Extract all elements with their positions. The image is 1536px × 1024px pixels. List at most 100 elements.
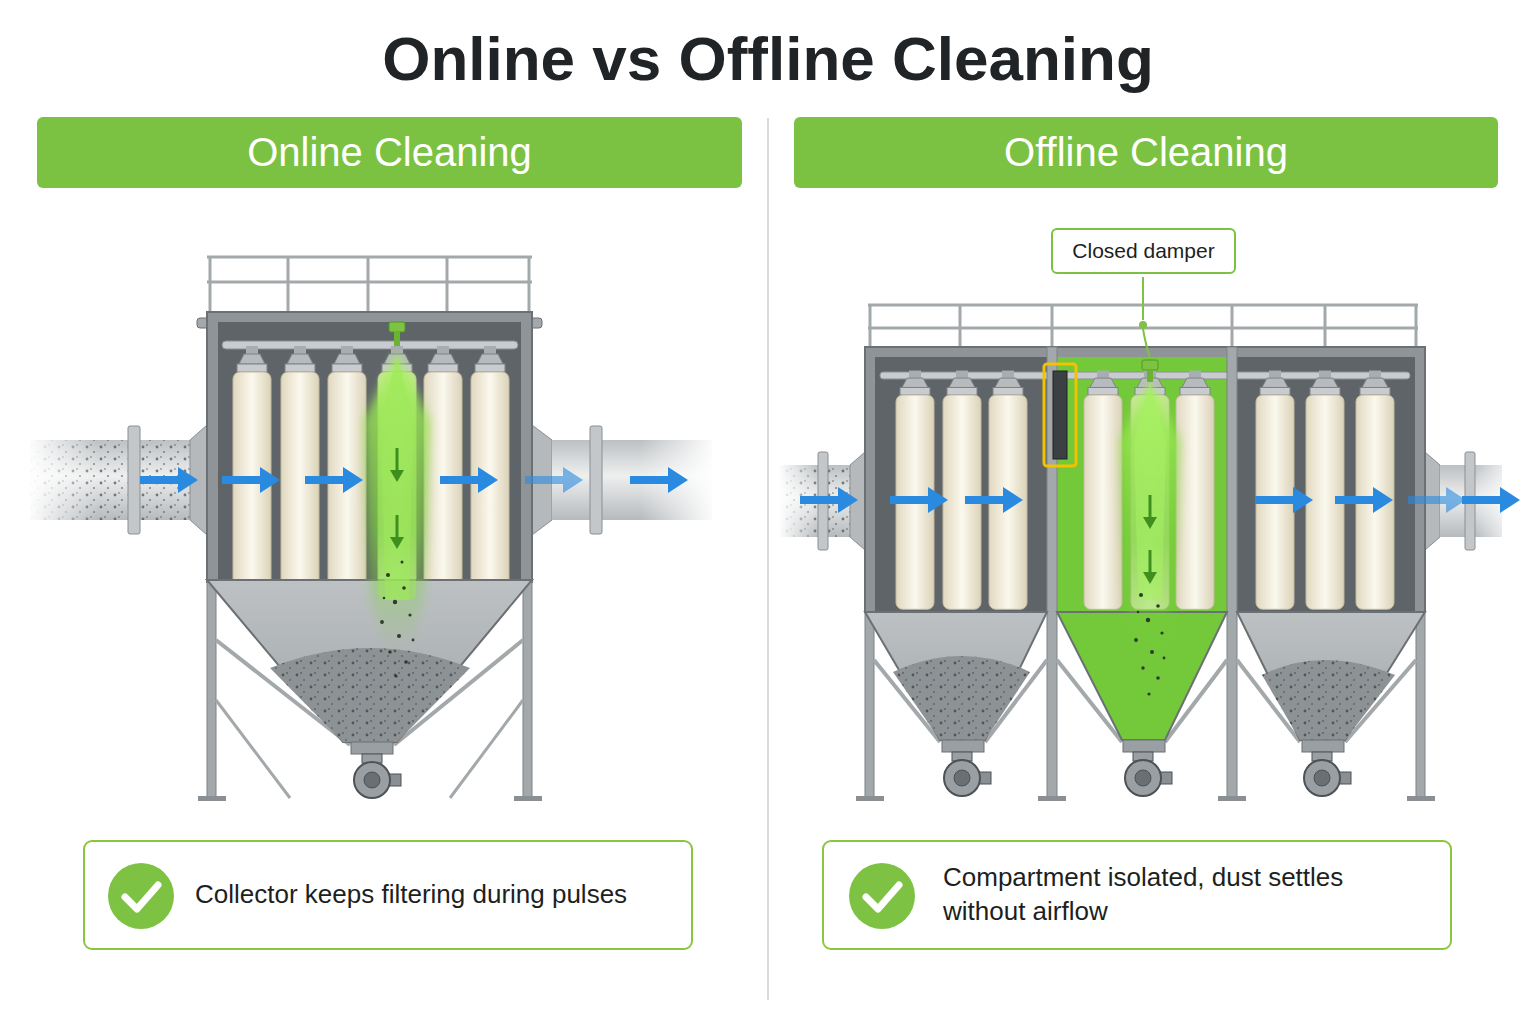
leader-line [1139,321,1147,329]
offline-collector [1084,371,1122,610]
online-collector [198,796,226,801]
offline-collector [1176,371,1214,610]
online-collector [424,346,462,600]
pulse-spray [1120,380,1180,648]
pulse-spray [1143,517,1157,529]
pulse-spray [380,561,414,678]
node-text: Compartment isolated, dust settles witho… [943,861,1410,929]
pulse-spray [394,332,400,346]
pulse-spray [364,352,430,653]
online-collector [270,648,470,742]
pulse-spray [1139,593,1143,597]
airflow-arrow [630,467,688,493]
offline-collector [875,357,1047,612]
offline-collector [989,371,1027,610]
online-collector [281,346,319,600]
check-icon [866,885,899,909]
online-collector [354,754,401,798]
result-box: Compartment isolated, dust settles witho… [822,840,1452,950]
pulse-spray [394,674,397,677]
node-text: Offline Cleaning [1004,130,1288,175]
pulse-spray [390,537,404,549]
airflow-arrow [1335,487,1393,513]
pulse-spray [412,639,415,642]
offline-collector [1227,347,1237,800]
airflow-arrow [140,467,198,493]
airflow-arrow [305,467,363,493]
offline-collector [1038,796,1066,801]
offline-collector [1125,752,1172,796]
pulse-spray [396,448,399,472]
online-collector [528,257,531,312]
airflow-arrow [965,487,1023,513]
pulse-spray [389,322,405,332]
pulse-spray [380,620,384,624]
check-icon [108,863,915,929]
pulse-spray [364,322,430,678]
pulse-spray [388,650,391,653]
offline-collector [1237,612,1425,740]
offline-collector [1407,796,1435,801]
check-icon [849,863,915,929]
online-collector [287,257,290,312]
callout-box: Closed damper [1051,228,1236,274]
online-collector [590,426,602,534]
pulse-spray [404,660,408,664]
online-collector [471,346,509,600]
online-collector [207,582,216,800]
pulse-spray [1160,631,1163,634]
pulse-spray [1134,638,1138,642]
title: Online vs Offline Cleaning [0,22,1536,96]
offline-collector [865,612,1047,740]
offline-collector [1256,371,1294,610]
pulse-spray [1134,593,1165,696]
offline-collector [865,612,874,800]
pulse-spray [408,613,411,616]
pulse-spray [1141,666,1144,669]
airflow-arrow [1408,487,1466,513]
pulse-spray [390,470,404,482]
offline-collector [942,740,984,752]
airflow-arrow [1255,487,1313,513]
airflow-arrow [525,467,583,493]
leader-line [1139,277,1150,358]
online-collector [270,648,470,742]
online-collector [450,700,523,798]
result-box: Collector keeps filtering during pulses [83,840,693,950]
offline-collector [893,656,1030,740]
offline-collector [1123,740,1165,752]
online-collector [209,257,212,312]
online-collector [514,796,542,801]
airflow-arrow [1462,487,1520,513]
offline-collector [1416,612,1425,800]
pulse-spray [1146,618,1150,622]
leader-line [1142,277,1144,320]
pulse-spray [1156,676,1160,680]
pulse-spray [1150,650,1154,654]
offline-collector [856,796,884,801]
offline-collector [1306,371,1344,610]
online-collector [523,582,532,800]
section-header: Online Cleaning [37,117,742,188]
check-icon [125,885,158,909]
damper [1053,371,1067,459]
online-collector [222,341,518,349]
node-text: Collector keeps filtering during pulses [195,878,627,912]
offline-collector [865,347,1425,612]
check-icon [108,863,174,929]
node-text: Closed damper [1072,239,1214,263]
section-header: Offline Cleaning [794,117,1498,188]
pulse-spray [397,634,401,638]
offline-collector [959,305,962,347]
offline-collector [1415,305,1418,347]
pulse-spray [1137,611,1140,614]
offline-collector [1262,660,1395,740]
pulse-spray [1142,360,1158,370]
pulse-spray [1156,604,1160,608]
offline-collector [1304,752,1351,796]
pulse-spray [386,573,390,577]
online-collector [351,742,393,754]
offline-collector [893,656,1030,740]
online-collector [367,257,370,312]
